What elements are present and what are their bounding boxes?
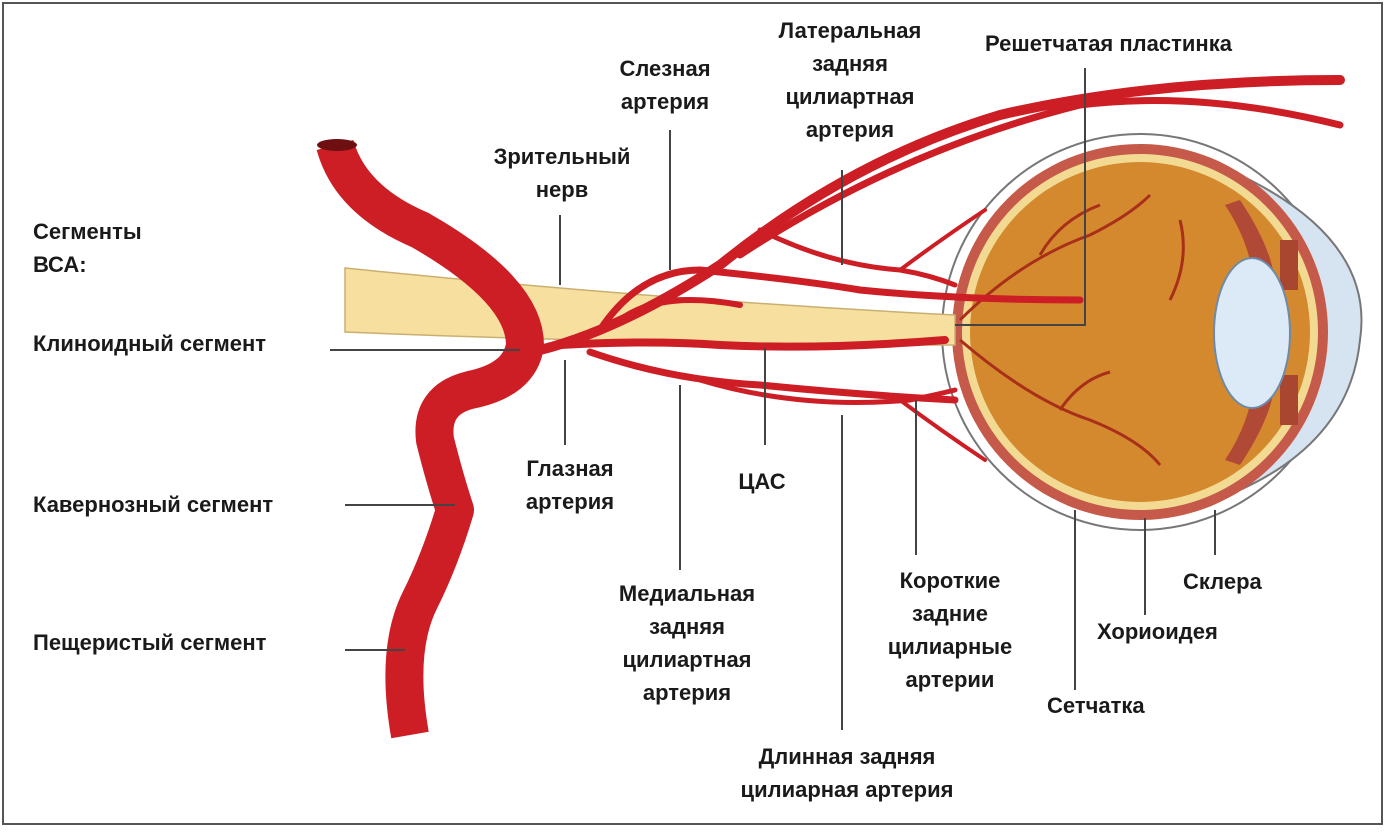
label-short-posterior-ciliary-arteries: Короткие задние цилиарные артерии	[887, 568, 1013, 692]
vitreous-body	[970, 162, 1310, 502]
internal-carotid-artery	[316, 139, 544, 739]
label-choroid: Хориоидея	[1097, 619, 1218, 644]
retinal-vessels	[958, 193, 1185, 466]
label-long-posterior-ciliary-artery: Длинная задняя цилиарная артерия	[740, 744, 954, 802]
label-medial-posterior-ciliary-artery: Медиальная задняя цилиартная артерия	[618, 581, 756, 705]
label-petrous-segment: Пещеристый сегмент	[33, 630, 267, 655]
label-lacrimal-artery: Слезная артерия	[619, 56, 711, 114]
lens	[1213, 257, 1291, 409]
iris-lower	[1280, 375, 1298, 425]
label-cavernous-segment: Кавернозный сегмент	[33, 492, 274, 517]
label-lateral-posterior-ciliary-artery: Латеральная задняя цилиартная артерия	[778, 18, 922, 142]
label-ophthalmic-artery: Глазная артерия	[525, 456, 615, 514]
eyeball	[941, 133, 1363, 531]
iris-upper	[1280, 240, 1298, 290]
ica-cut-end	[317, 139, 357, 151]
leader-lines	[330, 68, 1216, 730]
label-ica-segments-title: Сегменты ВСА:	[33, 219, 142, 277]
label-clinoid-segment: Клиноидный сегмент	[33, 331, 267, 356]
ophthalmic-artery-branches	[535, 75, 1345, 462]
label-optic-nerve: Зрительный нерв	[493, 144, 631, 202]
label-lamina-cribrosa: Решетчатая пластинка	[985, 31, 1232, 56]
label-sclera: Склера	[1183, 569, 1262, 594]
label-cra: ЦАС	[738, 469, 786, 494]
label-retina: Сетчатка	[1047, 693, 1145, 718]
